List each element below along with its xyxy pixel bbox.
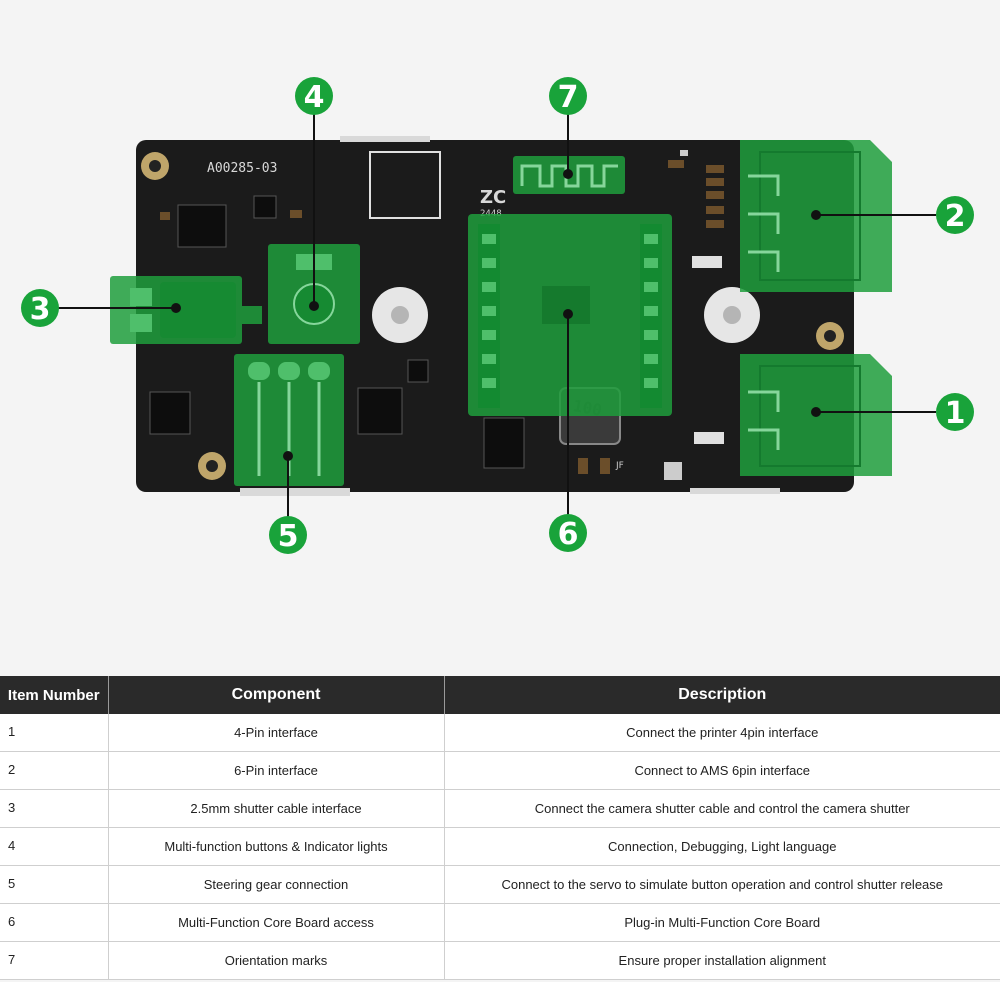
component-cell: Orientation marks: [108, 941, 445, 980]
description-cell: Plug-in Multi-Function Core Board: [444, 903, 1000, 942]
description-cell: Connect to the servo to simulate button …: [444, 865, 1000, 904]
item-number-cell: 6: [0, 903, 109, 942]
component-cell: 4-Pin interface: [108, 714, 445, 752]
description-cell: Connect to AMS 6pin interface: [444, 751, 1000, 790]
item-number-cell: 4: [0, 827, 109, 866]
standoff-right: [704, 287, 760, 343]
description-cell: Connection, Debugging, Light language: [444, 827, 1000, 866]
header-item-number: Item Number: [0, 676, 109, 714]
svg-text:3: 3: [30, 292, 51, 327]
svg-text:7: 7: [558, 80, 579, 115]
item-number-cell: 7: [0, 941, 109, 980]
callout-6: 6: [549, 514, 587, 552]
svg-text:4: 4: [304, 80, 325, 115]
highlight-core-board: [468, 214, 672, 416]
mount-hole-top-left: [141, 152, 169, 180]
board-logo: ZC: [480, 187, 506, 208]
callout-2: 2: [936, 196, 974, 234]
component-cell: Steering gear connection: [108, 865, 445, 904]
svg-text:6: 6: [558, 517, 579, 552]
item-number-cell: 5: [0, 865, 109, 904]
svg-text:1: 1: [945, 396, 966, 431]
component-cell: Multi-Function Core Board access: [108, 903, 445, 942]
standoff-left: [372, 287, 428, 343]
component-cell: Multi-function buttons & Indicator light…: [108, 827, 445, 866]
board-diagram: A00285-03 ZC 2448 100 JF: [21, 77, 974, 554]
description-cell: Connect the printer 4pin interface: [444, 714, 1000, 752]
item-number-cell: 3: [0, 789, 109, 828]
board-silkscreen-label: A00285-03: [207, 161, 277, 176]
mount-hole-bottom-left: [198, 452, 226, 480]
callout-7: 7: [549, 77, 587, 115]
callout-3: 3: [21, 289, 59, 327]
component-cell: 6-Pin interface: [108, 751, 445, 790]
svg-text:5: 5: [278, 519, 299, 554]
silkscreen-square: [369, 151, 441, 219]
callout-4: 4: [295, 77, 333, 115]
item-number-cell: 2: [0, 751, 109, 790]
component-cell: 2.5mm shutter cable interface: [108, 789, 445, 828]
header-description: Description: [444, 676, 1000, 714]
jf-label: JF: [615, 461, 624, 471]
callout-1: 1: [936, 393, 974, 431]
table-header-row: Item Number Component Description: [0, 676, 1000, 714]
highlight-servo-header: [234, 354, 344, 486]
header-component: Component: [108, 676, 445, 714]
mount-hole-right: [816, 322, 844, 350]
svg-text:2: 2: [945, 199, 966, 234]
callout-5: 5: [269, 516, 307, 554]
item-number-cell: 1: [0, 714, 109, 752]
description-cell: Ensure proper installation alignment: [444, 941, 1000, 980]
highlight-shutter-jack: [110, 276, 262, 344]
description-cell: Connect the camera shutter cable and con…: [444, 789, 1000, 828]
